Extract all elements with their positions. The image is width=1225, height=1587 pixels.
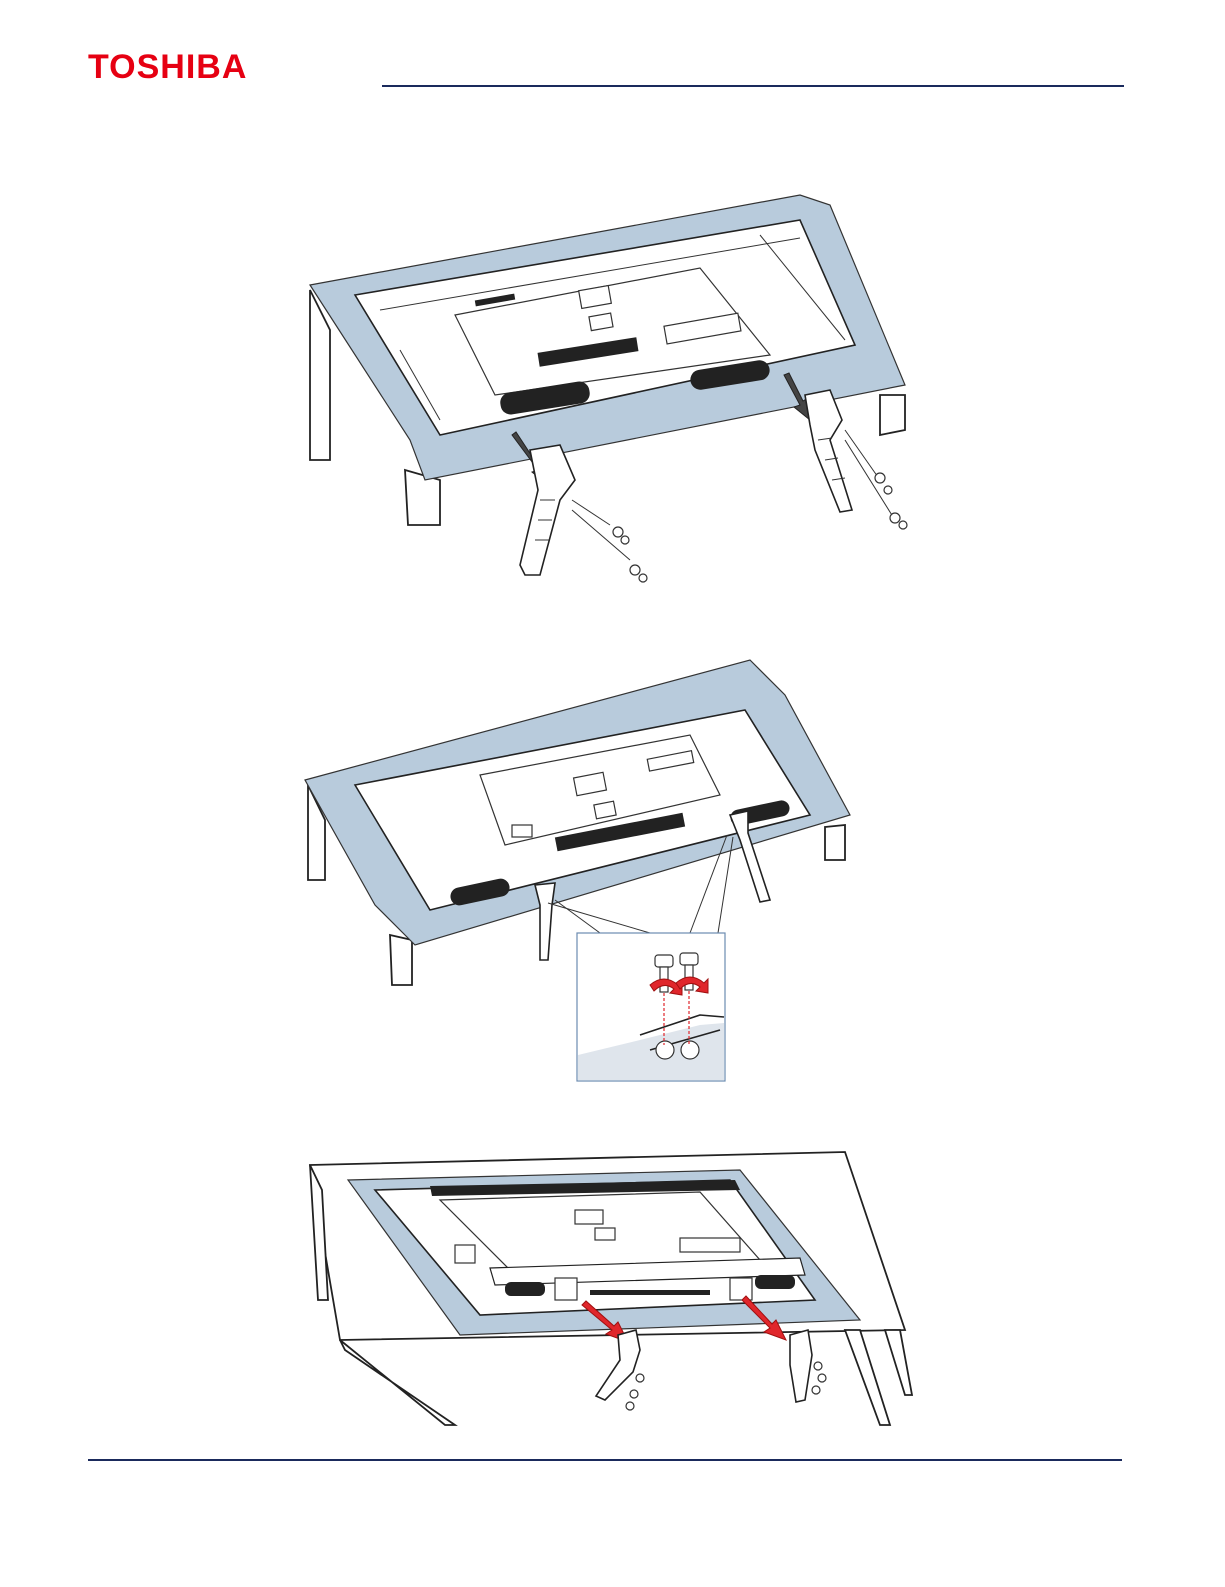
- footer-rule: [88, 1459, 1122, 1461]
- screw-icon: [680, 953, 698, 965]
- brand-logo: TOSHIBA: [88, 50, 247, 84]
- stand-left: [535, 883, 555, 960]
- figure-tighten-screws: [0, 655, 1225, 1085]
- figure-remove-stands: [0, 1150, 1225, 1435]
- screw-icon: [655, 955, 673, 967]
- stand-left: [520, 445, 575, 575]
- figure-attach-stands: [0, 180, 1225, 600]
- stand-right: [805, 390, 852, 512]
- stand-right: [790, 1330, 812, 1402]
- header-rule: [382, 85, 1124, 87]
